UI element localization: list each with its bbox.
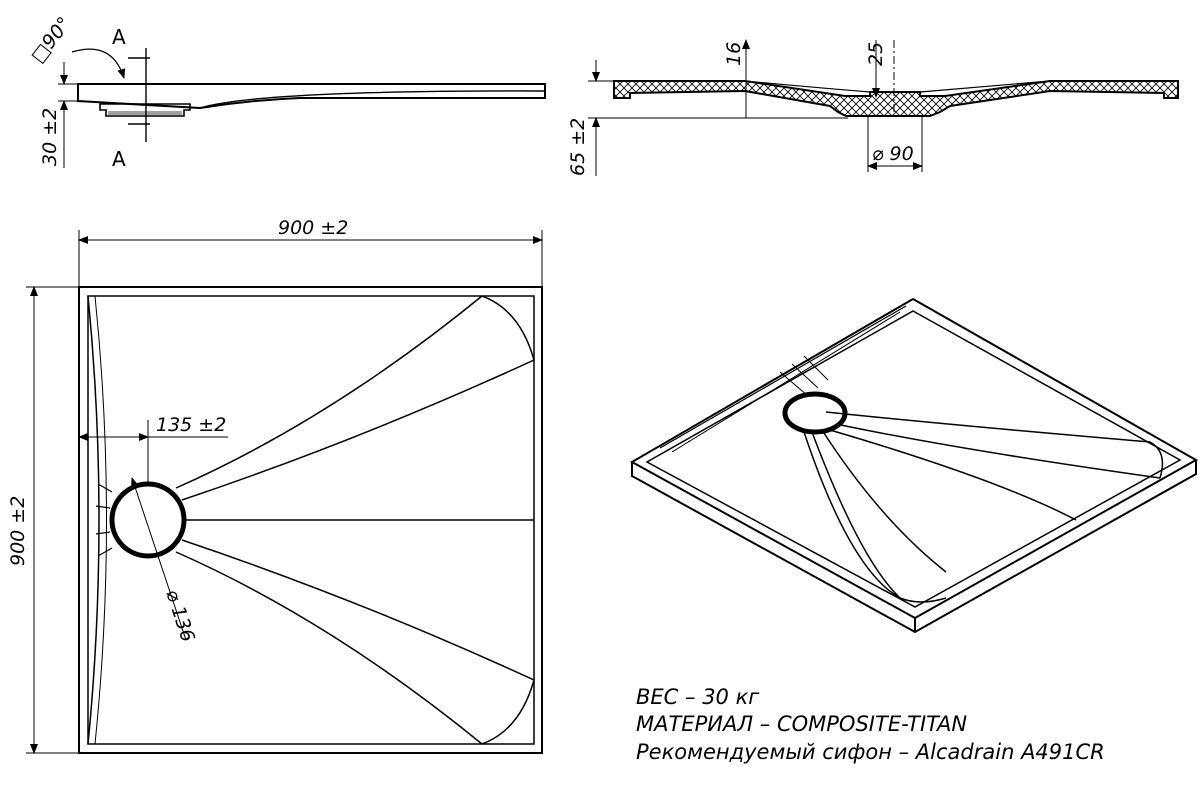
section-view <box>588 39 1179 176</box>
angle-arc <box>71 48 126 79</box>
plan-outer-rim <box>78 286 543 754</box>
plan-height-dim: 900 ±2 <box>7 496 29 566</box>
iso-top-face <box>629 297 1199 620</box>
iso-drain <box>782 391 848 435</box>
drain-offset-dim: 135 ±2 <box>156 414 226 436</box>
side-view-slope-line <box>199 90 546 109</box>
plan-view <box>26 230 543 754</box>
dim-16: 16 <box>723 42 745 66</box>
side-height-dim: 30 ±2 <box>39 108 61 166</box>
section-hatched-body <box>613 80 1179 117</box>
dim-drain: ⌀ 90 <box>872 143 914 165</box>
side-view-drain-body <box>99 103 191 117</box>
dim-total-height: 65 ±2 <box>567 118 589 176</box>
note-weight: ВЕС – 30 кг <box>636 685 760 709</box>
side-view <box>58 48 546 168</box>
angle-label: □90° <box>27 13 76 67</box>
dim-25: 25 <box>865 42 887 66</box>
section-mark-top: A <box>112 25 126 49</box>
isometric-view <box>629 297 1199 634</box>
note-material: МАТЕРИАЛ – COMPOSITE-TITAN <box>636 712 967 736</box>
section-mark-bottom: A <box>112 147 126 171</box>
drain-diameter-dim: ⌀ 136 <box>161 587 199 645</box>
plan-width-dim: 900 ±2 <box>278 217 348 239</box>
plan-drain <box>109 481 187 559</box>
iso-inner-rim <box>645 310 1182 608</box>
note-siphon: Рекомендуемый сифон – Alcadrain A491CR <box>636 740 1105 764</box>
